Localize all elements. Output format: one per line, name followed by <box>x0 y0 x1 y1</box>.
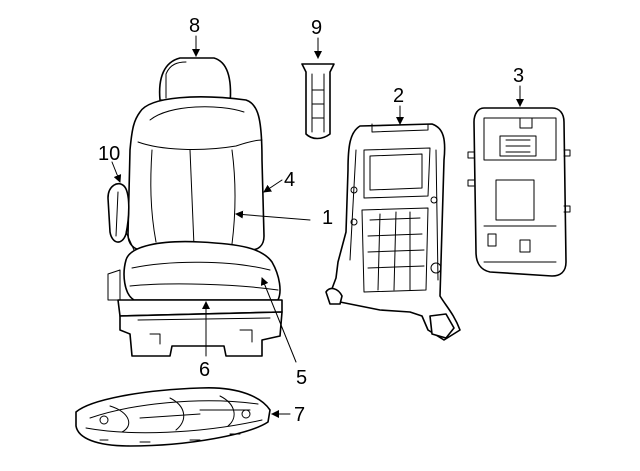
callout-8: 8 <box>189 15 200 37</box>
seat-assembly <box>107 57 283 357</box>
callout-6: 6 <box>199 359 210 381</box>
callout-7: 7 <box>294 404 305 426</box>
leader-4 <box>263 179 283 193</box>
back-panel <box>467 107 571 277</box>
armrest <box>107 182 135 251</box>
seatback-frame <box>325 123 461 341</box>
callout-3: 3 <box>513 65 524 87</box>
leader-5 <box>260 277 297 363</box>
callout-4: 4 <box>284 169 295 191</box>
seat-back <box>127 96 265 251</box>
clip-part <box>301 63 335 140</box>
callout-9: 9 <box>311 17 322 39</box>
callout-labels: 1 2 3 4 5 6 7 8 9 10 <box>98 15 524 426</box>
leader-lines <box>111 35 524 418</box>
headrest <box>158 57 232 105</box>
callout-5: 5 <box>296 367 307 389</box>
callout-2: 2 <box>393 85 404 107</box>
seat-base <box>107 269 283 357</box>
seat-cushion <box>123 240 281 301</box>
leader-1 <box>235 210 311 221</box>
callout-1: 1 <box>322 207 333 229</box>
callout-10: 10 <box>98 143 120 165</box>
seat-base-tray <box>75 387 271 447</box>
leader-10 <box>111 161 122 183</box>
